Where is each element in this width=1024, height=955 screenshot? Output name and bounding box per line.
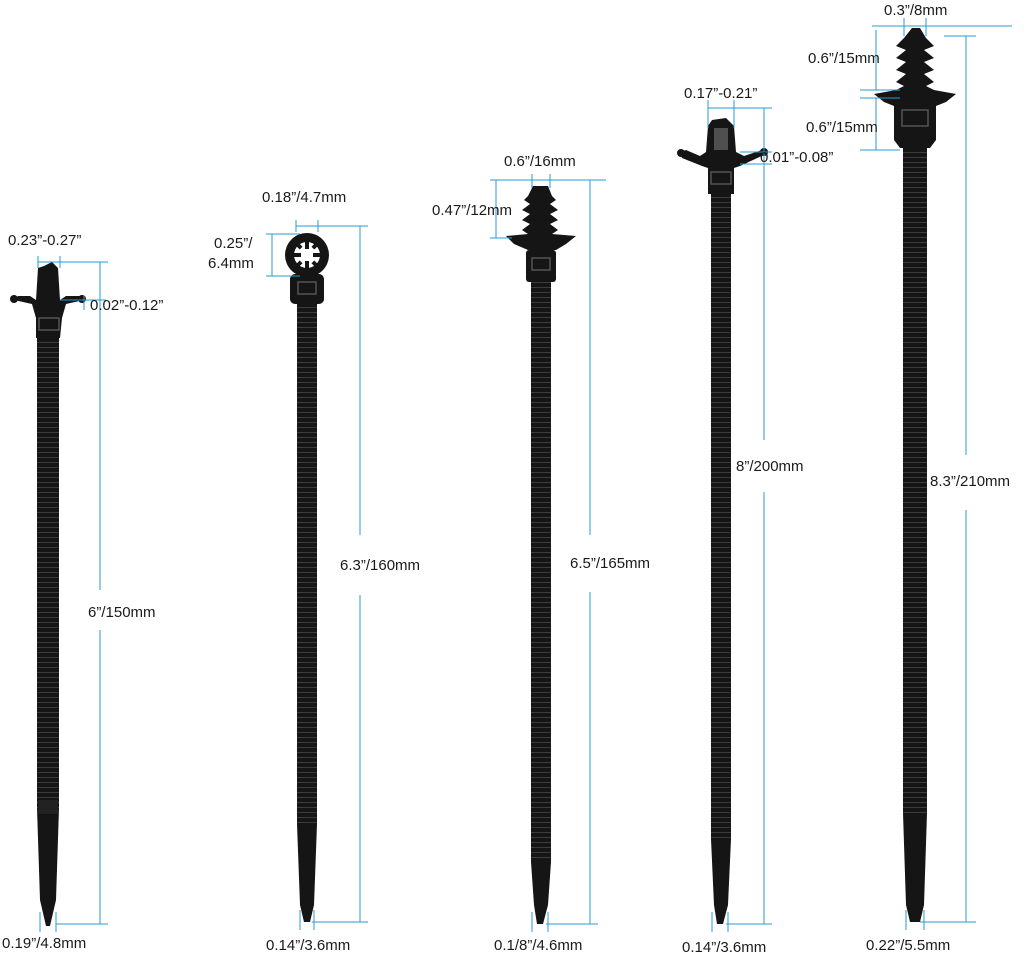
tie-4: 0.17”-0.21” 0.01”-0.08” 8”/200mm 0.14”/3… (677, 85, 833, 955)
tie-5: 0.3”/8mm 0.6”/15mm 0.6”/15mm 8.3”/210mm … (806, 2, 1012, 954)
tie-4-tail (711, 839, 731, 924)
tie-2-tail (297, 824, 317, 922)
tie-5-head-dim-a: 0.3”/8mm (884, 2, 947, 19)
tie-5-width-label: 0.22”/5.5mm (866, 937, 950, 954)
tie-4-width-label: 0.14”/3.6mm (682, 939, 766, 955)
tie-5-length-label: 8.3”/210mm (930, 473, 1010, 490)
tie-5-head-dim-c: 0.6”/15mm (806, 119, 878, 136)
tie-3-width-label: 0.1/8”/4.6mm (494, 937, 582, 954)
tie-2-head-dim-a: 0.18”/4.7mm (262, 189, 346, 206)
tie-1-head (10, 262, 86, 338)
tie-5-tail (903, 813, 927, 922)
tie-4-strap (711, 194, 731, 839)
tie-1-strap (37, 338, 59, 808)
tie-4-head-dim-a: 0.17”-0.21” (684, 85, 757, 102)
tie-1-length-label: 6”/150mm (88, 604, 156, 621)
tie-2-head-dim-b: 0.25”/ (214, 235, 253, 252)
tie-3-head-dim-b: 0.47”/12mm (432, 202, 512, 219)
tie-2-length-label: 6.3”/160mm (340, 557, 420, 574)
tie-5-head-dim-b: 0.6”/15mm (808, 50, 880, 67)
tie-1-head-dim-a: 0.23”-0.27” (8, 232, 81, 249)
tie-1: 0.23”-0.27” 0.02”-0.12” 6”/150mm 0.19”/4… (2, 232, 163, 952)
tie-2-head (285, 233, 329, 304)
tie-2: 0.18”/4.7mm 0.25”/ 6.4mm 6.3”/160mm 0.14… (208, 189, 420, 954)
tie-2-width-label: 0.14”/3.6mm (266, 937, 350, 954)
tie-1-width-label: 0.19”/4.8mm (2, 935, 86, 952)
tie-3-head-dim-a: 0.6”/16mm (504, 153, 576, 170)
tie-1-tail (37, 808, 59, 926)
tie-5-head (874, 28, 956, 148)
tie-4-length-label: 8”/200mm (736, 458, 804, 475)
tie-4-head (677, 118, 768, 194)
tie-3: 0.6”/16mm 0.47”/12mm 6.5”/165mm 0.1/8”/4… (432, 153, 650, 954)
tie-3-tail (531, 862, 551, 924)
tie-5-strap (903, 148, 927, 813)
tie-2-strap (297, 304, 317, 824)
tie-3-strap (531, 282, 551, 862)
tie-2-head-dim-c: 6.4mm (208, 255, 254, 272)
tie-4-head-dim-b: 0.01”-0.08” (760, 149, 833, 166)
tie-3-length-label: 6.5”/165mm (570, 555, 650, 572)
tie-3-head (506, 186, 576, 282)
tie-1-head-dim-b: 0.02”-0.12” (90, 297, 163, 314)
